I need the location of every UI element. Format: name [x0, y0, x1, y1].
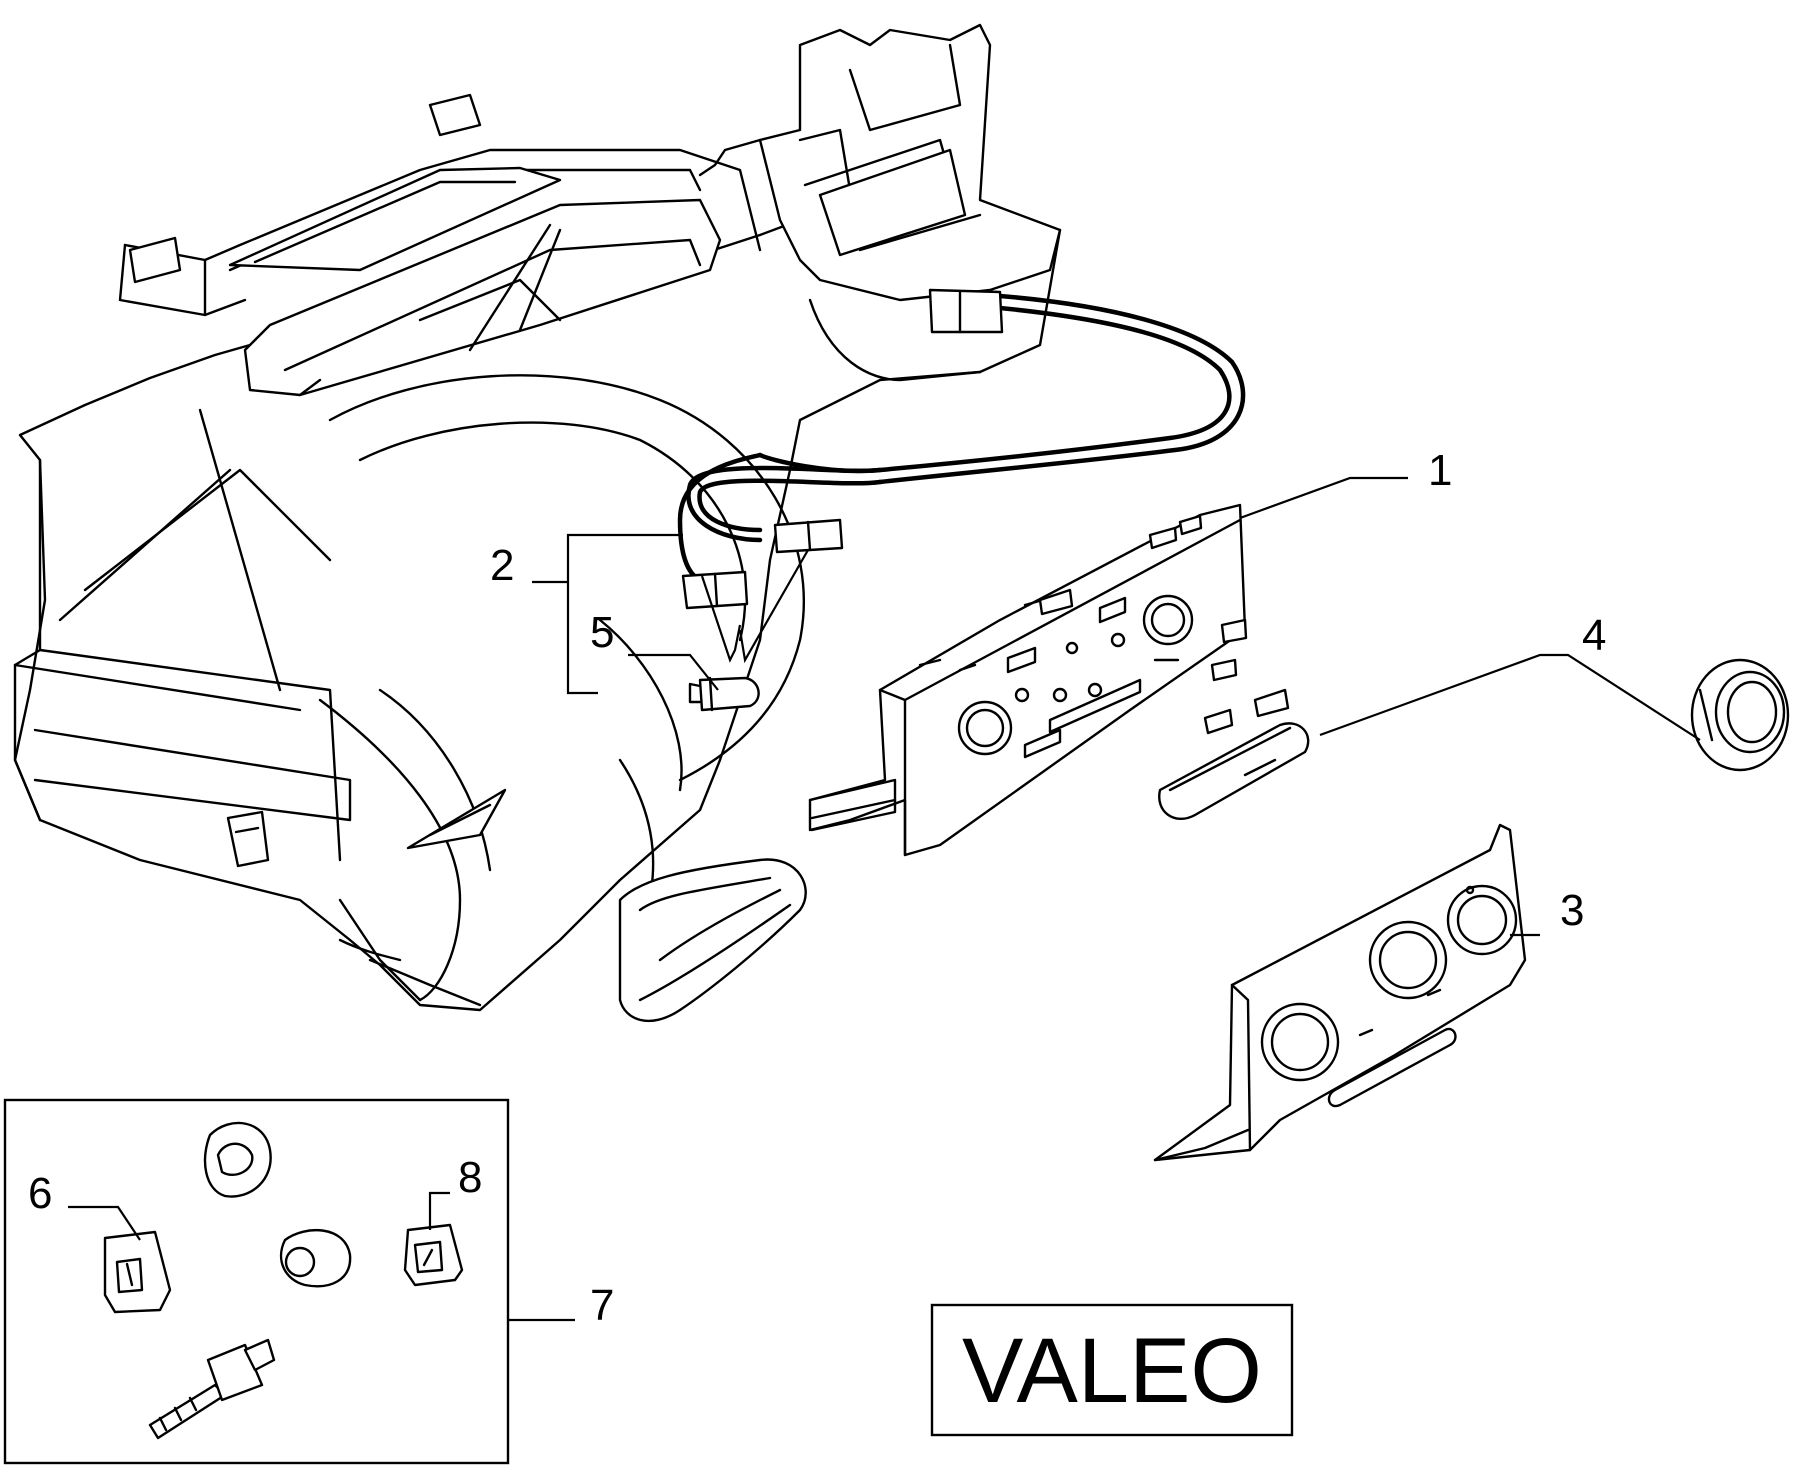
small-parts-set: [103, 1121, 464, 1440]
callout-4: 4: [1582, 611, 1606, 660]
small-parts-inset-box: [3, 1098, 510, 1465]
callout-8: 8: [458, 1153, 482, 1202]
selector-slider-icon: [1158, 688, 1310, 821]
brand-label: VALEO: [962, 1320, 1262, 1422]
leader-lines: [68, 476, 1701, 1322]
callout-6: 6: [28, 1169, 52, 1218]
callout-3: 3: [1560, 886, 1584, 935]
brand-box: [930, 1303, 1294, 1437]
control-knob-icon: [1690, 658, 1790, 772]
control-panel-fascia: [1153, 823, 1527, 1162]
climate-control-frame: [808, 503, 1248, 857]
callout-7: 7: [590, 1281, 614, 1330]
wiring-harness: [677, 288, 1246, 610]
callout-5: 5: [590, 608, 614, 657]
callout-1: 1: [1428, 446, 1452, 495]
heater-housing-assembly: [13, 23, 1062, 1023]
callout-2: 2: [490, 541, 514, 590]
